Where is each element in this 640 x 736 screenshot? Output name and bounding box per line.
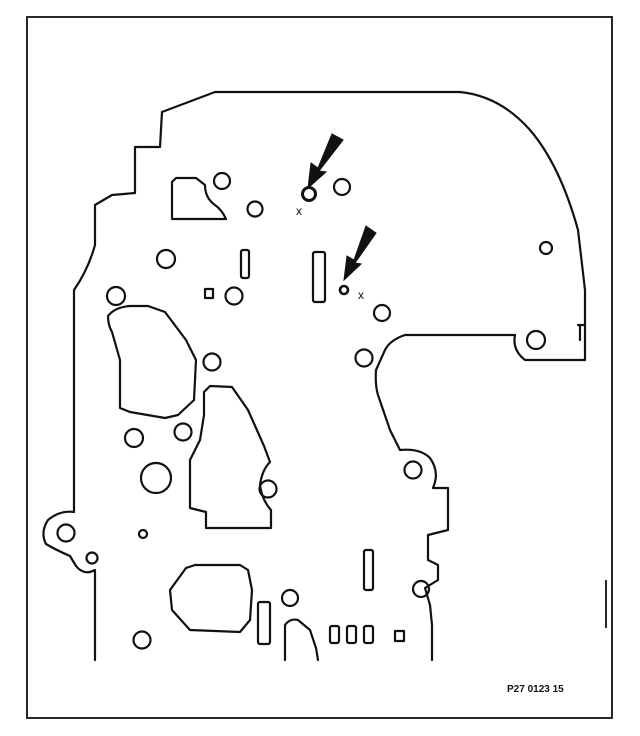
small-rect-3	[362, 624, 375, 645]
hole	[224, 286, 244, 306]
slot-2	[311, 250, 327, 304]
hole	[411, 579, 431, 599]
marker-x-upper: x	[296, 204, 302, 218]
hole	[403, 460, 423, 480]
small-rect-2	[345, 624, 358, 645]
plate-outline	[42, 90, 587, 662]
marker-x-lower: x	[358, 288, 364, 302]
hole	[525, 329, 547, 351]
cutout-bottom-left	[168, 563, 254, 634]
hole	[332, 177, 352, 197]
right-notch	[576, 323, 587, 342]
hole	[212, 171, 232, 191]
small-square-2	[393, 629, 406, 643]
slot-4	[256, 600, 272, 646]
cutout-top-left	[170, 176, 228, 221]
hole	[173, 422, 193, 442]
hole	[105, 285, 127, 307]
hole	[132, 630, 152, 650]
lower-marked-hole	[338, 284, 350, 296]
hole	[372, 303, 392, 323]
hole	[123, 427, 145, 449]
hole	[202, 352, 222, 372]
cutout-center-large	[188, 384, 273, 530]
hole	[85, 551, 99, 565]
reference-code: P27 0123 15	[507, 684, 564, 695]
hole	[246, 200, 264, 218]
hole	[56, 523, 76, 543]
small-square-1	[203, 287, 215, 300]
diagram-border	[26, 16, 613, 719]
small-rect-1	[328, 624, 341, 645]
hole	[538, 240, 554, 256]
hole	[354, 348, 374, 368]
arrow-upper	[307, 133, 344, 190]
slot-1	[239, 248, 251, 280]
upper-marked-hole	[301, 186, 317, 202]
arrow-lower	[343, 225, 377, 282]
hole	[258, 479, 278, 499]
hole	[280, 588, 300, 608]
hole	[139, 461, 173, 495]
hole	[137, 528, 149, 540]
cutout-left-large	[106, 304, 198, 420]
hole	[155, 248, 177, 270]
slot-3	[362, 548, 375, 592]
cutout-bottom-center	[283, 618, 320, 662]
